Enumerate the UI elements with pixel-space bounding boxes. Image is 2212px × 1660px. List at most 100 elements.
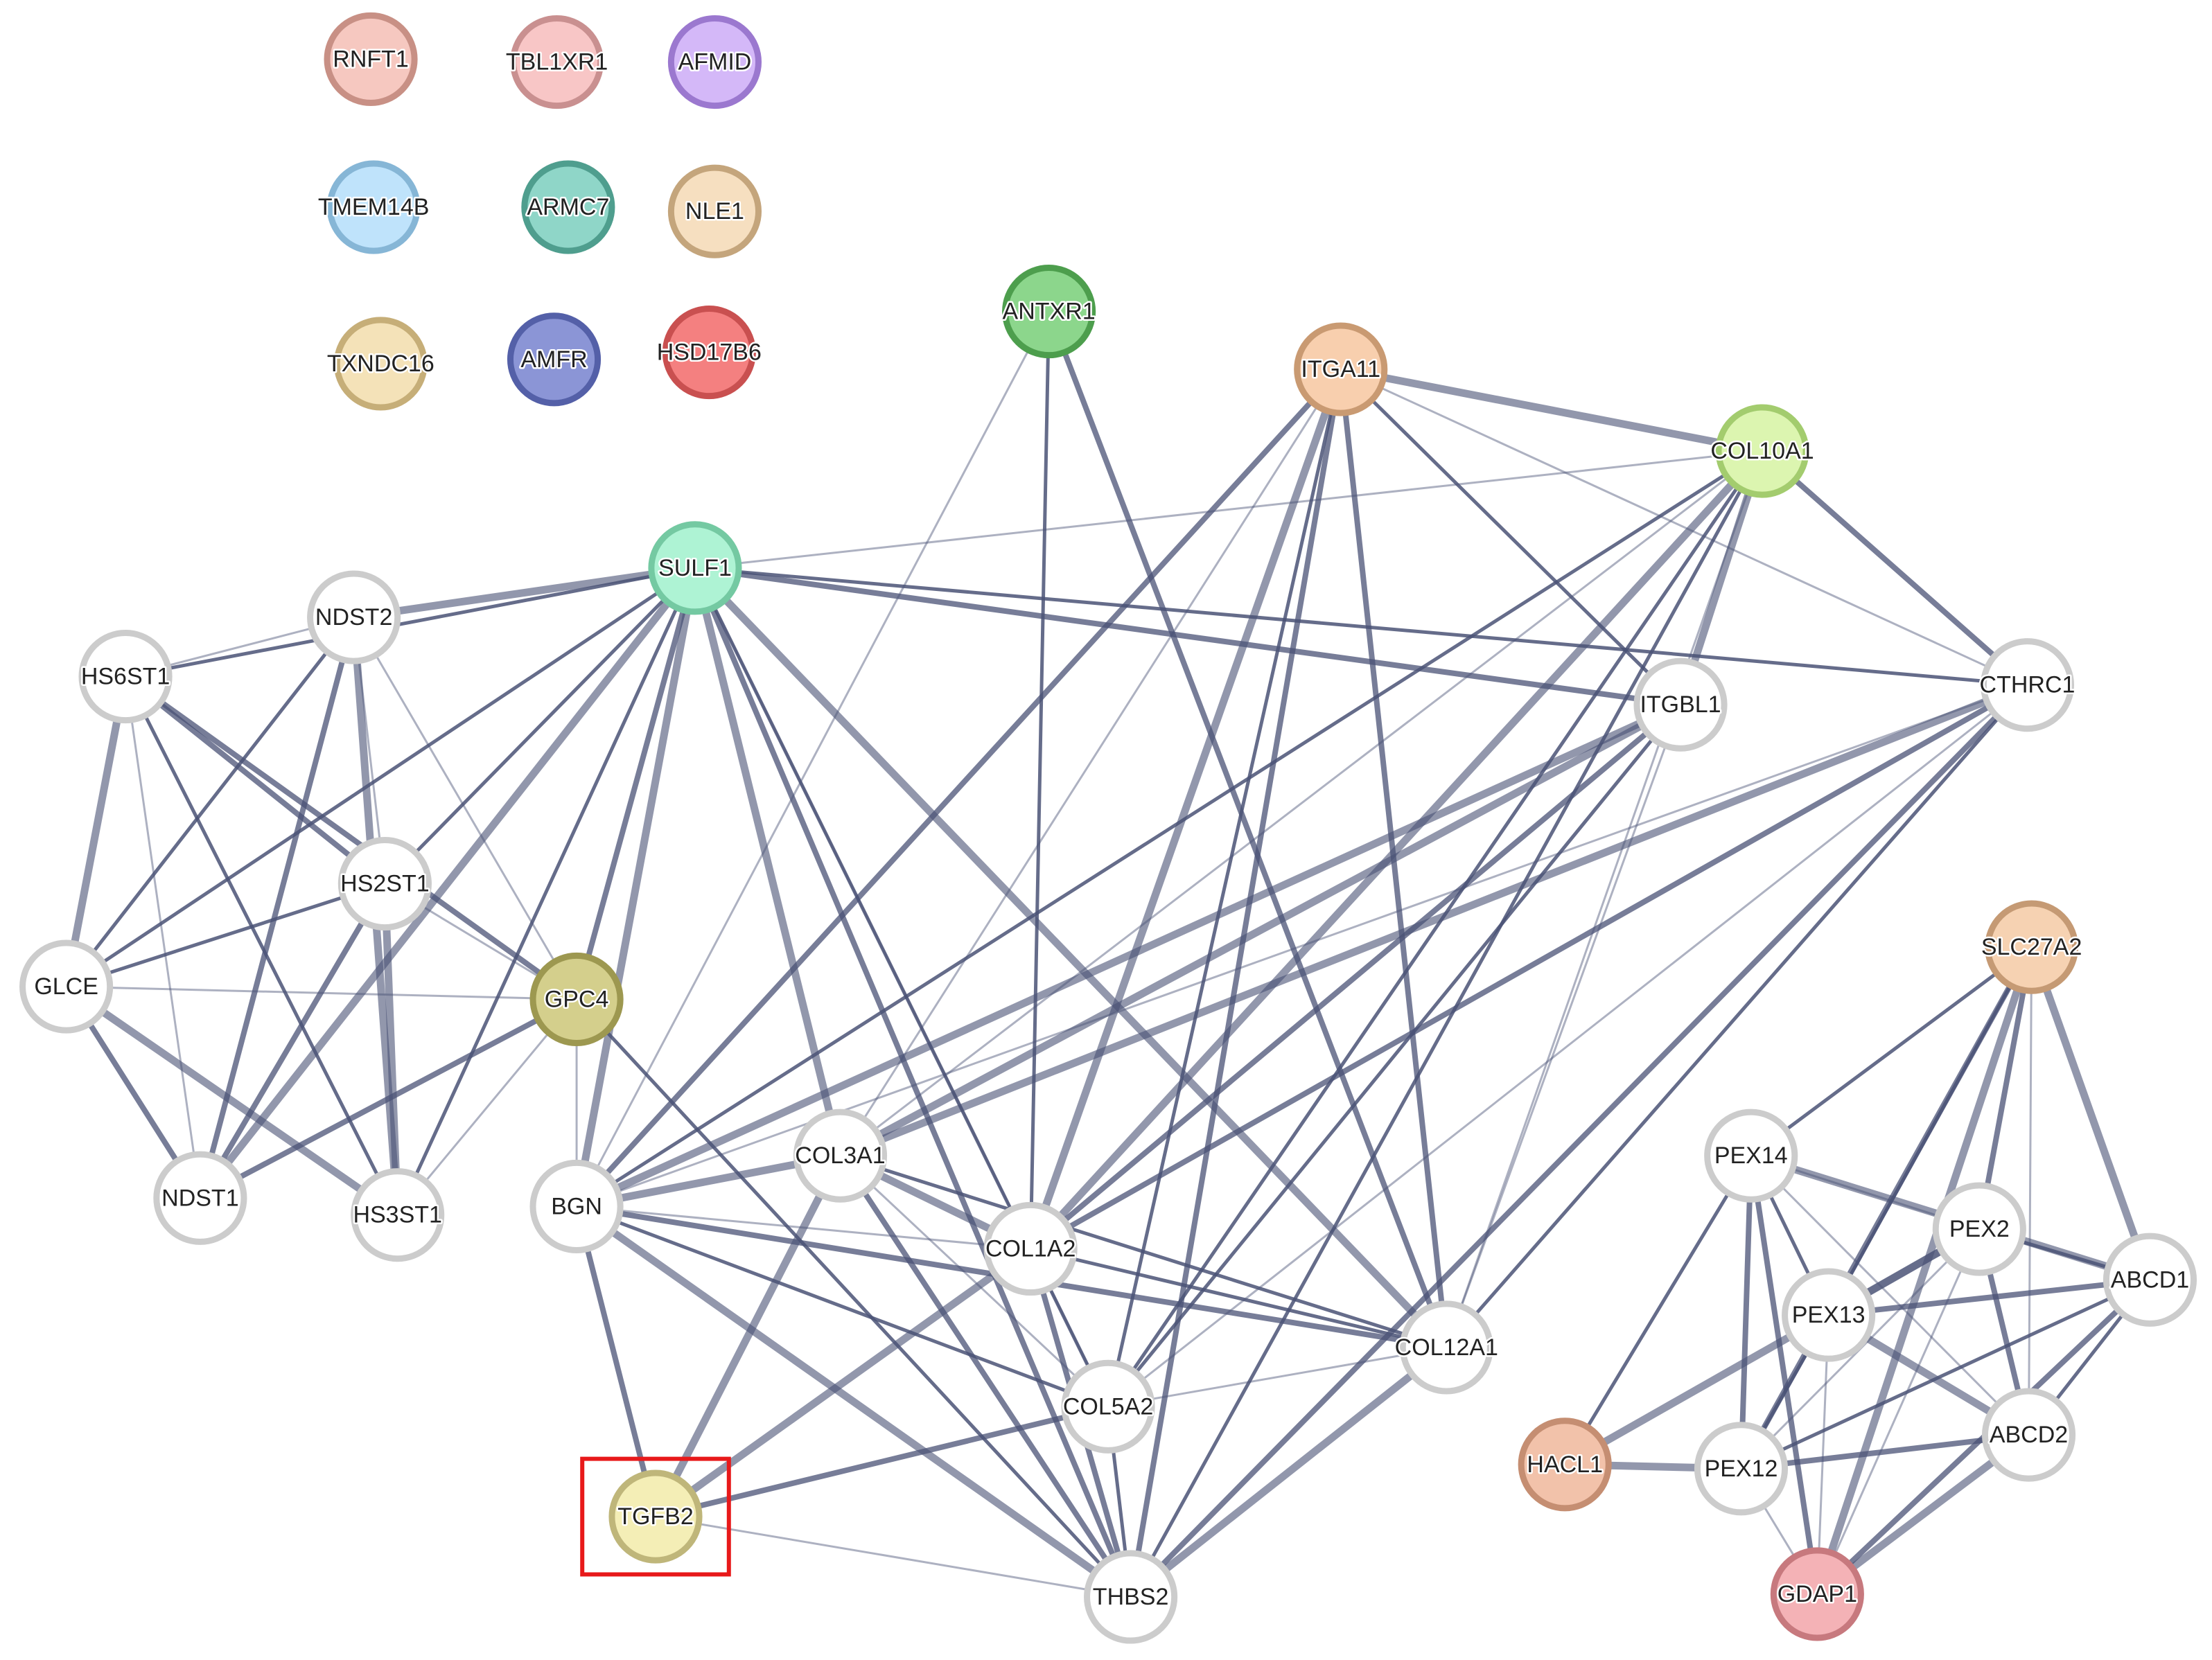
node-bgn[interactable]: BGN — [529, 1159, 624, 1254]
edge-col5a2-tgfb2 — [653, 1404, 1112, 1520]
node-circle[interactable] — [1399, 1300, 1493, 1395]
edge-gpc4-thbs2 — [574, 997, 1133, 1599]
node-circle[interactable] — [1518, 1418, 1612, 1512]
edge-sulf1-bgn — [572, 564, 699, 1210]
node-glce[interactable]: GLCE — [19, 939, 114, 1034]
node-gdap1[interactable]: GDAP1 — [1770, 1547, 1864, 1641]
node-hs3st1[interactable]: HS3ST1 — [351, 1168, 445, 1262]
edge-itgbl1-col3a1 — [836, 700, 1685, 1160]
node-tgfb2[interactable]: TGFB2 — [608, 1469, 703, 1564]
node-circle[interactable] — [1002, 265, 1096, 359]
edge-itga11-itgbl1 — [1339, 367, 1683, 707]
node-abcd2[interactable]: ABCD2 — [1981, 1388, 2076, 1482]
edge-bgn-itgbl1 — [572, 700, 1685, 1210]
node-circle[interactable] — [333, 317, 428, 411]
edge-hs6st1-gpc4 — [123, 673, 580, 1003]
edge-sulf1-col12a1 — [691, 564, 1450, 1352]
node-hsd17b6[interactable]: HSD17B6 — [655, 306, 763, 400]
node-cthrc1[interactable]: CTHRC1 — [1978, 638, 2077, 732]
node-slc27a2[interactable]: SLC27A2 — [1979, 900, 2084, 994]
node-circle[interactable] — [19, 939, 114, 1034]
node-circle[interactable] — [1770, 1547, 1864, 1641]
node-col5a2[interactable]: COL5A2 — [1061, 1359, 1155, 1454]
edge-col3a1-col12a1 — [839, 1154, 1448, 1350]
node-circle[interactable] — [608, 1469, 703, 1564]
node-circle[interactable] — [529, 952, 624, 1046]
node-pex14[interactable]: PEX14 — [1704, 1109, 1798, 1203]
node-pex12[interactable]: PEX12 — [1694, 1422, 1789, 1516]
node-circle[interactable] — [326, 160, 421, 254]
node-pex2[interactable]: PEX2 — [1932, 1182, 2026, 1276]
node-circle[interactable] — [648, 521, 742, 615]
node-tbl1xr1[interactable]: TBL1XR1 — [504, 15, 610, 109]
node-circle[interactable] — [324, 12, 418, 107]
edge-col3a1-tgfb2 — [651, 1151, 845, 1521]
node-antxr1[interactable]: ANTXR1 — [1001, 265, 1097, 359]
edge-itga11-col3a1 — [839, 368, 1342, 1157]
node-circle[interactable] — [1715, 404, 1809, 498]
node-circle[interactable] — [1932, 1182, 2026, 1276]
node-circle[interactable] — [351, 1168, 445, 1262]
node-label: TBL1XR1 — [506, 49, 608, 76]
node-circle[interactable] — [510, 15, 604, 109]
node-circle[interactable] — [1694, 1422, 1789, 1516]
node-tmem14b[interactable]: TMEM14B — [316, 160, 431, 254]
node-circle[interactable] — [667, 164, 762, 258]
node-circle[interactable] — [153, 1151, 247, 1245]
node-circle[interactable] — [521, 160, 615, 254]
edge-sulf1-itgbl1 — [692, 565, 1684, 708]
node-circle[interactable] — [1294, 322, 1388, 416]
node-circle[interactable] — [793, 1109, 888, 1203]
edge-pex2-gdap1 — [1816, 1228, 1981, 1596]
node-circle[interactable] — [507, 312, 602, 407]
edge-col12a1-thbs2 — [1127, 1343, 1450, 1601]
node-amfr[interactable]: AMFR — [507, 312, 602, 407]
node-col3a1[interactable]: COL3A1 — [793, 1109, 888, 1203]
node-col10a1[interactable]: COL10A1 — [1709, 404, 1816, 498]
node-circle[interactable] — [1985, 900, 2079, 994]
edge-cthrc1-col1a2 — [1028, 682, 2030, 1252]
edge-glce-hs3st1 — [62, 982, 402, 1219]
node-circle[interactable] — [78, 629, 173, 724]
node-circle[interactable] — [307, 570, 401, 664]
node-circle[interactable] — [983, 1201, 1078, 1296]
node-circle[interactable] — [337, 837, 432, 931]
edge-itga11-col1a2 — [1026, 365, 1345, 1253]
node-circle[interactable] — [2103, 1233, 2197, 1327]
node-col1a2[interactable]: COL1A2 — [983, 1201, 1078, 1296]
node-label: BGN — [551, 1193, 602, 1219]
node-circle[interactable] — [1981, 1388, 2076, 1482]
node-hs2st1[interactable]: HS2ST1 — [337, 837, 432, 931]
node-ndst2[interactable]: NDST2 — [307, 570, 401, 664]
node-circle[interactable] — [1633, 657, 1728, 752]
node-gpc4[interactable]: GPC4 — [529, 952, 624, 1046]
node-col12a1[interactable]: COL12A1 — [1393, 1300, 1500, 1395]
node-circle[interactable] — [1704, 1109, 1798, 1203]
edge-itga11-cthrc1 — [1340, 368, 2028, 687]
node-thbs2[interactable]: THBS2 — [1084, 1550, 1178, 1644]
node-armc7[interactable]: ARMC7 — [521, 160, 615, 254]
node-txndc16[interactable]: TXNDC16 — [325, 317, 436, 411]
node-circle[interactable] — [667, 15, 762, 109]
node-pex13[interactable]: PEX13 — [1782, 1268, 1876, 1362]
node-rnft1[interactable]: RNFT1 — [324, 12, 418, 107]
node-circle[interactable] — [1061, 1359, 1155, 1454]
node-circle[interactable] — [662, 306, 756, 400]
node-abcd1[interactable]: ABCD1 — [2103, 1233, 2197, 1327]
node-circle[interactable] — [529, 1159, 624, 1254]
node-sulf1[interactable]: SULF1 — [648, 521, 742, 615]
node-afmid[interactable]: AFMID — [667, 15, 762, 109]
node-circle[interactable] — [1084, 1550, 1178, 1644]
node-label: SULF1 — [658, 555, 732, 581]
node-hs6st1[interactable]: HS6ST1 — [78, 629, 173, 724]
node-itgbl1[interactable]: ITGBL1 — [1633, 657, 1728, 752]
node-ndst1[interactable]: NDST1 — [153, 1151, 247, 1245]
node-label: PEX14 — [1714, 1142, 1788, 1169]
node-circle[interactable] — [1980, 638, 2075, 732]
node-label: COL3A1 — [795, 1142, 885, 1169]
node-hacl1[interactable]: HACL1 — [1518, 1418, 1612, 1512]
node-itga11[interactable]: ITGA11 — [1294, 322, 1388, 416]
node-nle1[interactable]: NLE1 — [667, 164, 762, 258]
edge-col10a1-col3a1 — [839, 450, 1764, 1157]
node-circle[interactable] — [1782, 1268, 1876, 1362]
